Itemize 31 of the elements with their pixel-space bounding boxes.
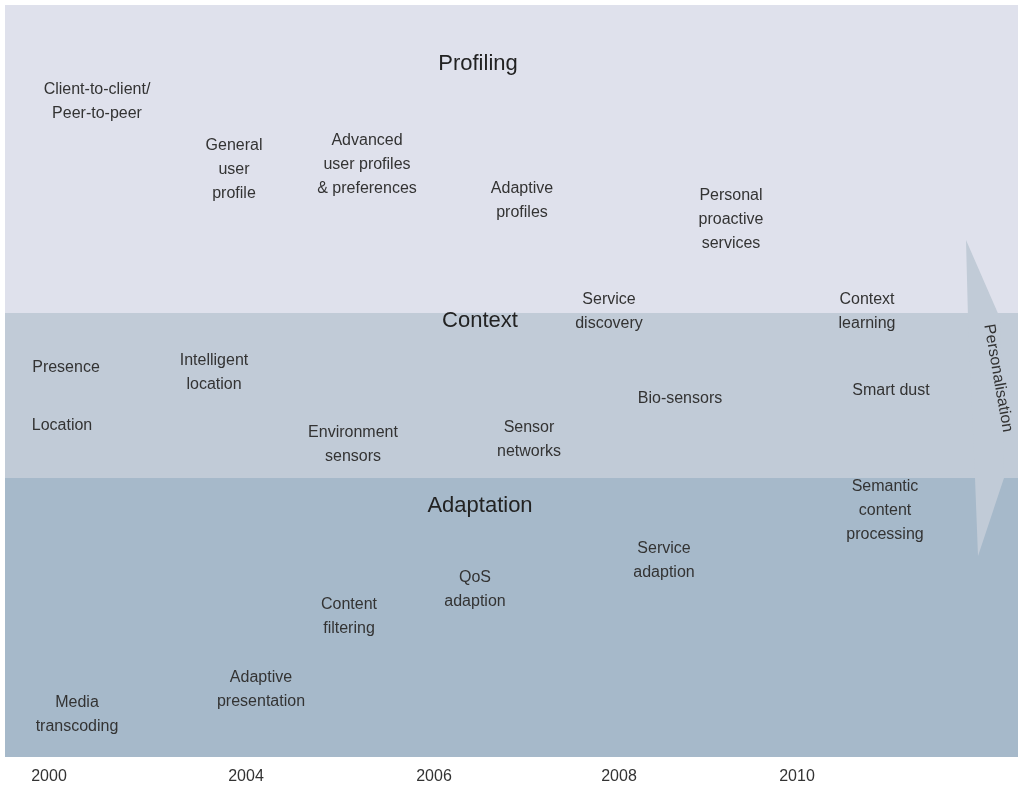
item-label: QoS adaption: [444, 567, 506, 611]
item-label: Content filtering: [321, 594, 377, 638]
item-label: Intelligent location: [179, 350, 249, 394]
item-label: Environment sensors: [308, 422, 398, 466]
item-label: Location: [31, 415, 93, 435]
item-label: Personal proactive services: [698, 185, 764, 253]
item-label: Adaptive profiles: [490, 178, 554, 222]
band-heading: Profiling: [438, 50, 518, 76]
block-arrow: [966, 240, 1004, 556]
item-label: Sensor networks: [497, 417, 561, 461]
item-label: Smart dust: [852, 380, 930, 400]
year-label: 2004: [228, 766, 264, 786]
item-label: Advanced user profiles & preferences: [317, 130, 417, 198]
item-label: Service adaption: [633, 538, 695, 582]
item-label: Service discovery: [575, 289, 643, 333]
band-heading: Context: [442, 307, 518, 333]
band-panel: [5, 478, 1018, 757]
item-label: Adaptive presentation: [216, 667, 306, 711]
year-label: 2000: [31, 766, 67, 786]
item-label: Bio-sensors: [637, 388, 723, 408]
year-label: 2006: [416, 766, 452, 786]
band-heading: Adaptation: [427, 492, 533, 518]
band-panel: [5, 5, 1018, 313]
item-label: Presence: [32, 357, 100, 377]
year-label: 2010: [779, 766, 815, 786]
item-label: Semantic content processing: [846, 476, 924, 544]
item-label: Context learning: [838, 289, 896, 333]
item-label: Client-to-client/ Peer-to-peer: [43, 79, 151, 123]
item-label: General user profile: [205, 135, 263, 203]
item-label: Media transcoding: [35, 692, 119, 736]
year-label: 2008: [601, 766, 637, 786]
